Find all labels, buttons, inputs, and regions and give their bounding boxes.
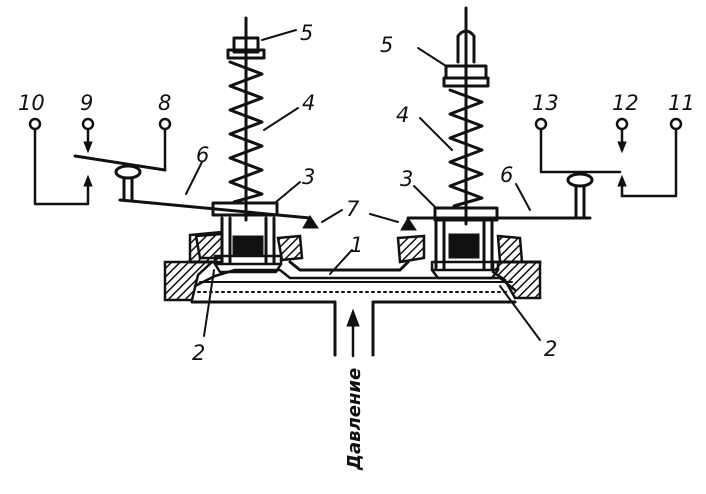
- pressure-label: Давление: [344, 368, 365, 471]
- label-3-left: 3: [302, 165, 315, 189]
- left-contacts: [28, 117, 172, 206]
- housing: [163, 230, 542, 304]
- diaphragm: [197, 281, 513, 293]
- label-10: 10: [18, 91, 45, 115]
- right-contacts: [534, 117, 683, 198]
- part-labels: 10 9 8 13 12 11 5 5 4 4 6 6 3 3 7 1 2 2: [18, 21, 695, 365]
- label-3-right: 3: [400, 167, 413, 191]
- leader-lines: [185, 29, 541, 341]
- label-9: 9: [80, 91, 93, 115]
- label-12: 12: [612, 91, 639, 115]
- label-2-right: 2: [544, 337, 557, 361]
- label-13: 13: [532, 91, 559, 115]
- label-8: 8: [158, 91, 171, 115]
- label-2-left: 2: [192, 341, 205, 365]
- pressure-inlet-pipe: [333, 300, 375, 358]
- label-4-right: 4: [396, 103, 409, 127]
- label-4-left: 4: [302, 91, 315, 115]
- left-assembly: [114, 16, 319, 274]
- label-7: 7: [346, 197, 360, 221]
- label-1: 1: [350, 233, 363, 257]
- label-5-left: 5: [300, 21, 313, 45]
- label-11: 11: [668, 91, 695, 115]
- label-6-right: 6: [500, 163, 513, 187]
- label-6-left: 6: [196, 143, 209, 167]
- label-5-right: 5: [380, 33, 393, 57]
- right-assembly: [400, 6, 594, 280]
